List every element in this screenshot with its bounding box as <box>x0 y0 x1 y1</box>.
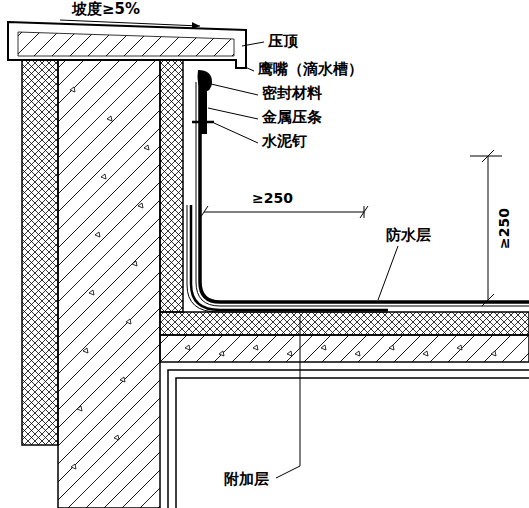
aggregate-mark <box>70 87 75 92</box>
slope-arrow <box>60 20 200 26</box>
part-label: 防水层 <box>384 226 433 244</box>
aggregate-mark <box>89 290 94 295</box>
aggregate-mark <box>107 116 112 121</box>
waterproof-layer <box>200 82 529 302</box>
aggregate-mark <box>138 203 143 208</box>
outer-insulation <box>22 60 58 445</box>
cement-nail <box>192 121 214 124</box>
aggregate-mark <box>321 345 326 350</box>
additional-layer <box>191 205 388 310</box>
part-label: 金属压条 <box>260 108 324 126</box>
slope-label: 坡度≥5% <box>70 0 142 18</box>
aggregate-mark <box>114 435 119 440</box>
aggregate-mark <box>132 261 137 266</box>
aggregate-mark <box>253 345 258 350</box>
aggregate-mark <box>120 377 125 382</box>
aggregate-mark <box>185 345 190 350</box>
aggregate-mark <box>71 464 76 469</box>
coping-core <box>18 32 234 56</box>
part-label: 附加层 <box>222 470 271 488</box>
leader-lines <box>208 42 398 478</box>
aggregate-mark <box>389 345 394 350</box>
part-label: 水泥钉 <box>260 132 309 150</box>
dimension-lines <box>200 150 502 306</box>
part-label: 鹰嘴（滴水槽） <box>256 60 365 78</box>
aggregate-mark <box>423 351 428 356</box>
room-outline <box>168 370 529 508</box>
aggregate-mark <box>144 145 149 150</box>
aggregate-mark <box>491 351 496 356</box>
inner-insulation <box>160 60 183 312</box>
concrete-wall <box>58 60 160 508</box>
aggregate-mark <box>101 174 106 179</box>
roof-slab <box>160 335 529 362</box>
aggregate-mark <box>287 351 292 356</box>
roof-insulation <box>160 312 529 335</box>
part-label: 压顶 <box>266 32 300 50</box>
aggregate-mark <box>83 348 88 353</box>
aggregate-mark <box>219 351 224 356</box>
part-label: 密封材料 <box>260 84 324 102</box>
coping <box>8 22 246 68</box>
sealant <box>198 70 213 92</box>
dimension-label: ≥250 <box>250 190 295 207</box>
concrete-aggregate <box>70 87 496 469</box>
waterproof-layer-edge <box>196 82 529 306</box>
additional-layer-edge <box>187 205 388 312</box>
aggregate-mark <box>126 319 131 324</box>
aggregate-mark <box>95 232 100 237</box>
aggregate-mark <box>355 351 360 356</box>
dimension-label: ≥250 <box>496 206 513 251</box>
aggregate-mark <box>457 345 462 350</box>
aggregate-mark <box>77 406 82 411</box>
